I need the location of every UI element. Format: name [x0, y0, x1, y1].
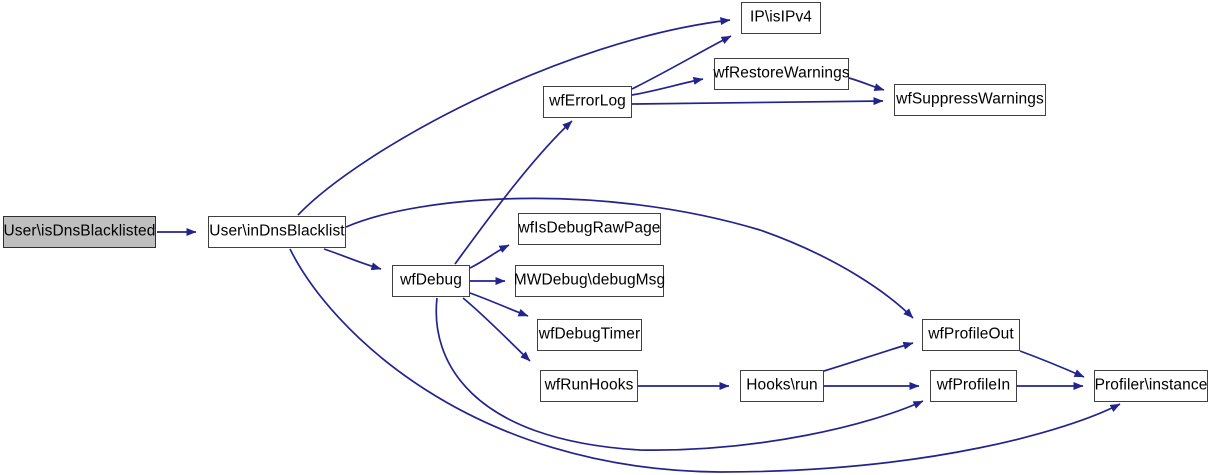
graph-node-profiler-instance[interactable]: Profiler\instance — [1094, 370, 1208, 402]
graph-node-label: IP\isIPv4 — [749, 8, 813, 26]
edge-wfProfileOut-profilerInstance — [1019, 350, 1085, 378]
graph-node-label: User\isDnsBlacklisted — [3, 222, 156, 240]
graph-node-label: User\inDnsBlacklist — [209, 222, 345, 240]
graph-node-label: MWDebug\debugMsg — [513, 271, 666, 289]
graph-node-label: wfProfileOut — [928, 325, 1014, 343]
graph-node-wfrunhooks[interactable]: wfRunHooks — [540, 370, 638, 402]
graph-node-label: wfDebugTimer — [538, 325, 641, 343]
graph-node-wfdebug[interactable]: wfDebug — [392, 265, 470, 297]
edge-inDnsBlacklist-wfDebug — [323, 248, 382, 271]
edge-wfDebug-wfRunHooks — [462, 297, 531, 362]
graph-node-user-indnsblacklist[interactable]: User\inDnsBlacklist — [208, 216, 346, 248]
graph-node-label: wfSuppressWarnings — [896, 90, 1044, 108]
graph-node-wfisdebugrawpage[interactable]: wfIsDebugRawPage — [518, 213, 661, 245]
edge-wfRestoreWarnings-wfSuppressWarnings — [848, 77, 885, 91]
edge-wfErrorLog-wfSuppressWarnings — [631, 97, 884, 106]
graph-node-label: Hooks\run — [746, 376, 818, 394]
graph-node-mwdebug-debugmsg[interactable]: MWDebug\debugMsg — [514, 265, 665, 297]
graph-node-wfdebugtimer[interactable]: wfDebugTimer — [537, 319, 642, 351]
graph-node-label: wfRunHooks — [544, 376, 634, 394]
graph-node-label: wfIsDebugRawPage — [518, 219, 661, 237]
edge-inDnsBlacklist-isIPv4 — [297, 17, 731, 216]
graph-node-wferrorlog[interactable]: wfErrorLog — [543, 86, 632, 118]
graph-node-label: wfRestoreWarnings — [713, 64, 850, 82]
edge-hooksRun-wfProfileOut — [823, 341, 914, 372]
graph-node-hooks-run[interactable]: Hooks\run — [740, 370, 824, 402]
edge-wfDebug-wfProfileIn — [435, 297, 924, 451]
edge-wfErrorLog-wfRestoreWarnings — [631, 76, 704, 96]
graph-node-wfprofilein[interactable]: wfProfileIn — [930, 370, 1017, 402]
graph-node-user-isdnsblacklisted[interactable]: User\isDnsBlacklisted — [3, 216, 156, 248]
graph-node-wfprofileout[interactable]: wfProfileOut — [922, 319, 1020, 351]
graph-node-label: wfDebug — [400, 271, 462, 289]
graph-node-wfrestorewarnings[interactable]: wfRestoreWarnings — [713, 58, 850, 90]
graph-node-label: Profiler\instance — [1094, 376, 1208, 394]
graph-node-label: wfProfileIn — [936, 376, 1011, 394]
graph-node-ip-isipv4[interactable]: IP\isIPv4 — [741, 2, 821, 34]
graph-node-label: wfErrorLog — [549, 92, 626, 110]
edge-wfDebug-wfIsDebugRawPage — [469, 244, 510, 269]
graph-node-wfsuppresswarnings[interactable]: wfSuppressWarnings — [894, 84, 1046, 116]
